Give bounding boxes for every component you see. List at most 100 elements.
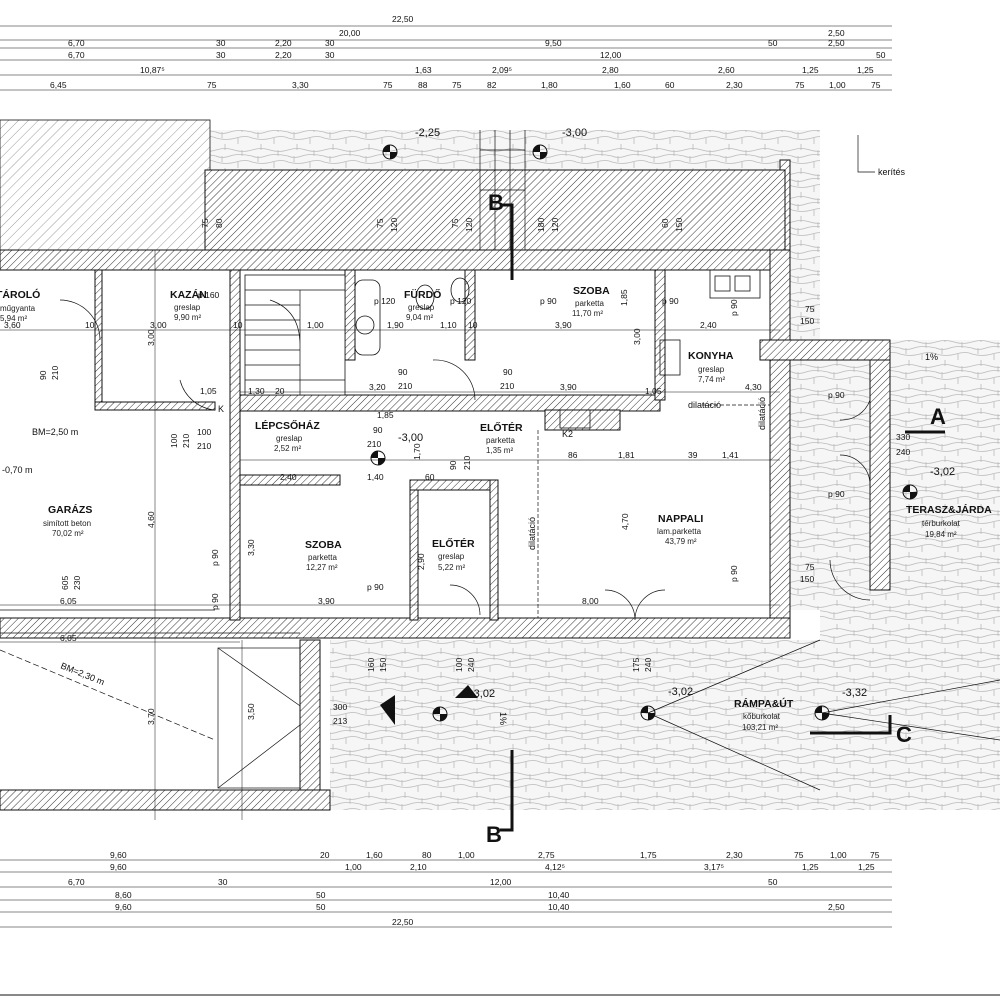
- svg-text:p 90: p 90: [828, 489, 845, 499]
- svg-text:9,50: 9,50: [545, 38, 562, 48]
- svg-text:605: 605: [60, 576, 70, 590]
- svg-text:39: 39: [688, 450, 698, 460]
- room-terasz-floor: térburkolat: [922, 519, 961, 528]
- room-garazs-area: 70,02 m²: [52, 529, 84, 538]
- svg-text:150: 150: [378, 658, 388, 672]
- svg-text:1,05: 1,05: [200, 386, 217, 396]
- svg-text:75: 75: [200, 218, 210, 228]
- svg-text:80: 80: [214, 218, 224, 228]
- room-labels: TÁROLÓ műgyanta 5,94 m² KAZÁN greslap 9,…: [0, 285, 992, 732]
- section-b-bottom: B: [486, 822, 502, 847]
- svg-text:60: 60: [425, 472, 435, 482]
- svg-text:1,25: 1,25: [802, 65, 819, 75]
- svg-text:100: 100: [169, 434, 179, 448]
- k2-label: K2: [562, 429, 573, 439]
- svg-text:20,00: 20,00: [339, 28, 361, 38]
- svg-text:213: 213: [333, 716, 347, 726]
- k-label: K: [218, 404, 224, 414]
- room-szoba-bottom-floor: parketta: [308, 553, 337, 562]
- room-eloter2-area: 5,22 m²: [438, 563, 465, 572]
- dilatacio-label-2: dilatáció: [527, 517, 537, 550]
- top-dimensions: [0, 25, 892, 91]
- room-taroló-floor: műgyanta: [0, 304, 36, 313]
- room-kazan-name: KAZÁN: [170, 288, 207, 301]
- svg-text:30: 30: [325, 38, 335, 48]
- svg-text:1,40: 1,40: [367, 472, 384, 482]
- svg-text:10: 10: [233, 320, 243, 330]
- level-6: -3,32: [842, 687, 867, 699]
- svg-text:6,70: 6,70: [68, 877, 85, 887]
- svg-text:230: 230: [72, 576, 82, 590]
- svg-text:9,60: 9,60: [110, 850, 127, 860]
- room-taroló-name: TÁROLÓ: [0, 288, 40, 301]
- room-szoba-bottom-area: 12,27 m²: [306, 563, 338, 572]
- svg-text:1,85: 1,85: [377, 410, 394, 420]
- room-eloter1-floor: parketta: [486, 436, 515, 445]
- svg-text:9,60: 9,60: [115, 902, 132, 912]
- room-eloter2-floor: greslap: [438, 552, 465, 561]
- svg-text:2,20: 2,20: [275, 38, 292, 48]
- svg-text:90: 90: [373, 425, 383, 435]
- svg-text:75: 75: [794, 850, 804, 860]
- svg-text:300: 300: [333, 702, 347, 712]
- svg-text:86: 86: [568, 450, 578, 460]
- svg-text:p 120: p 120: [374, 296, 396, 306]
- svg-text:p 90: p 90: [662, 296, 679, 306]
- svg-text:12,00: 12,00: [600, 50, 622, 60]
- level-2: -3,00: [562, 127, 587, 139]
- svg-text:2,40: 2,40: [280, 472, 297, 482]
- level-5: -3,02: [668, 686, 693, 698]
- svg-text:75: 75: [795, 80, 805, 90]
- room-nappali-floor: lam.parketta: [657, 527, 702, 536]
- svg-text:2,90: 2,90: [416, 553, 426, 570]
- svg-text:4,12⁵: 4,12⁵: [545, 862, 565, 872]
- bm1-label: BM=2,50 m: [32, 427, 78, 437]
- svg-text:80: 80: [422, 850, 432, 860]
- svg-text:2,20: 2,20: [275, 50, 292, 60]
- room-konyha-name: KONYHA: [688, 350, 734, 362]
- level-7: -3,02: [470, 688, 495, 700]
- svg-text:75: 75: [450, 218, 460, 228]
- svg-text:2,50: 2,50: [828, 902, 845, 912]
- svg-text:1,25: 1,25: [858, 862, 875, 872]
- svg-text:20: 20: [320, 850, 330, 860]
- svg-text:100: 100: [454, 658, 464, 672]
- svg-text:30: 30: [216, 38, 226, 48]
- svg-text:210: 210: [197, 441, 211, 451]
- svg-text:30: 30: [216, 50, 226, 60]
- svg-text:3,50: 3,50: [246, 703, 256, 720]
- svg-text:4,60: 4,60: [146, 511, 156, 528]
- svg-text:120: 120: [389, 218, 399, 232]
- svg-text:330: 330: [896, 432, 910, 442]
- stair-top: [479, 130, 526, 250]
- svg-text:6,70: 6,70: [68, 38, 85, 48]
- room-konyha-area: 7,74 m²: [698, 375, 725, 384]
- dilatacio-label-1: dilatáció: [688, 400, 721, 410]
- svg-text:2,50: 2,50: [828, 28, 845, 38]
- svg-text:120: 120: [550, 218, 560, 232]
- bm2-label: BM=2,30 m: [59, 661, 106, 688]
- svg-text:p 90: p 90: [210, 549, 220, 566]
- svg-text:50: 50: [316, 890, 326, 900]
- svg-text:10,40: 10,40: [548, 890, 570, 900]
- svg-text:50: 50: [768, 877, 778, 887]
- svg-text:4,30: 4,30: [745, 382, 762, 392]
- svg-text:3,70: 3,70: [146, 708, 156, 725]
- level-3: -3,00: [398, 432, 423, 444]
- svg-text:p 90: p 90: [367, 582, 384, 592]
- svg-text:82: 82: [487, 80, 497, 90]
- svg-text:10,87⁵: 10,87⁵: [140, 65, 165, 75]
- svg-text:90: 90: [38, 370, 48, 380]
- room-szoba-top-name: SZOBA: [573, 285, 610, 297]
- svg-text:p 90: p 90: [210, 593, 220, 610]
- section-b-top: B: [488, 190, 504, 215]
- room-kazan-floor: greslap: [174, 303, 201, 312]
- svg-text:2,10: 2,10: [410, 862, 427, 872]
- room-szoba-top-floor: parketta: [575, 299, 604, 308]
- svg-text:160: 160: [366, 658, 376, 672]
- svg-text:2,80: 2,80: [602, 65, 619, 75]
- svg-text:1,81: 1,81: [618, 450, 635, 460]
- bottom-dimensions: [0, 859, 892, 928]
- room-rampa-name: RÁMPA&ÚT: [734, 697, 794, 710]
